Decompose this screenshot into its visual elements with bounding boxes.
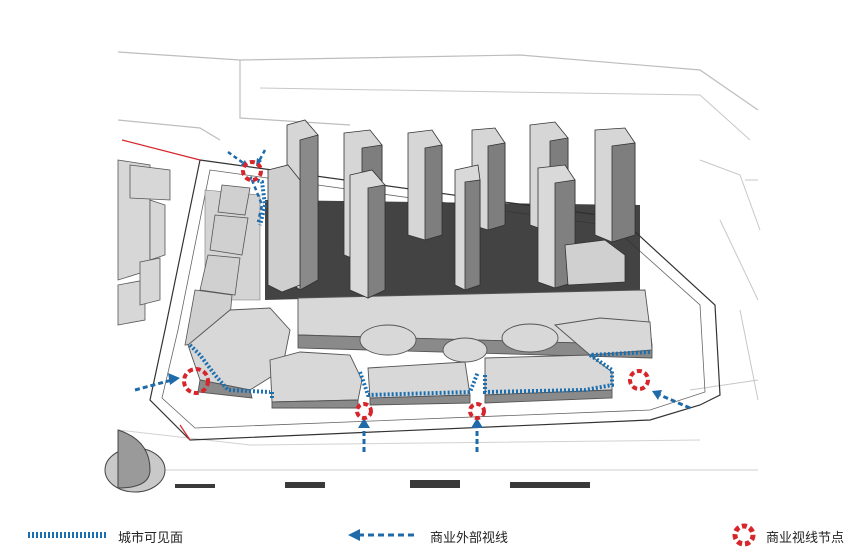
city-visible-facades: [188, 176, 651, 398]
node-west: [182, 367, 210, 395]
legend-node-symbol: [732, 523, 756, 547]
node-east: [628, 369, 650, 391]
legend-facade-label: 城市可见面: [118, 531, 184, 546]
round-tower: [104, 429, 166, 493]
node-south-1: [355, 402, 373, 420]
node-south-2: [468, 402, 486, 420]
legend-sightline-symbol: [348, 529, 415, 541]
legend: [28, 523, 756, 547]
commercial-nodes: [182, 160, 650, 420]
legend-node-label: 商业视线节点: [766, 531, 845, 546]
node-north: [241, 160, 263, 182]
legend-sightline-label: 商业外部视线: [430, 531, 509, 546]
site-render: [104, 10, 761, 493]
